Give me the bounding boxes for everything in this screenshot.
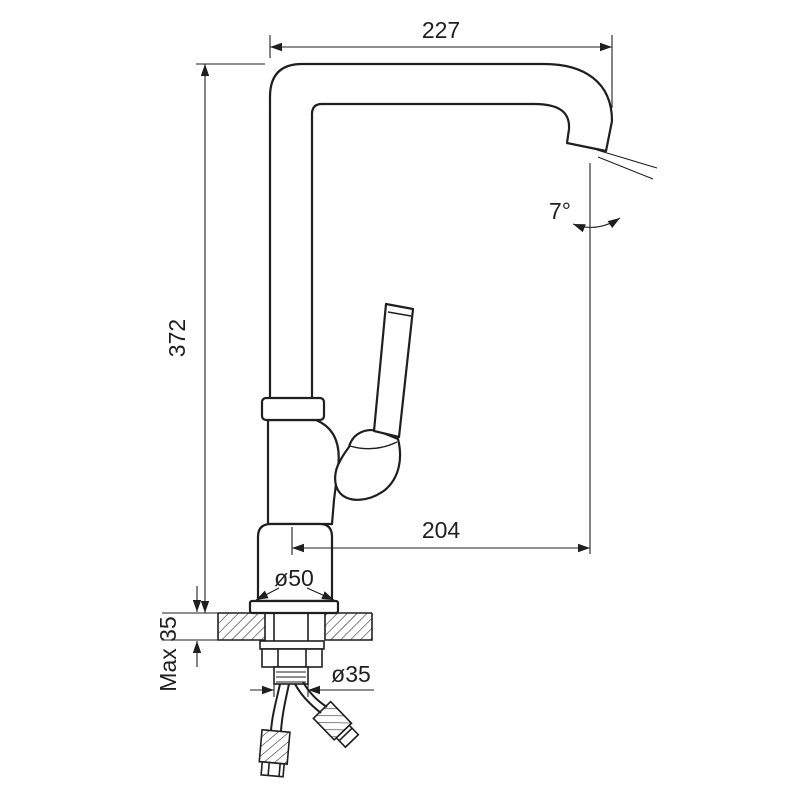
- supply-hoses: [258, 681, 360, 778]
- threaded-shank: [273, 666, 309, 685]
- handle-lever: [372, 302, 415, 439]
- angle-arc: [572, 217, 621, 233]
- dimensions: 227 372 204 7° ø50: [155, 17, 658, 697]
- mounting-nut-facets: [277, 649, 307, 667]
- countertop-hatch-left: [218, 613, 265, 640]
- dim-leader-left: [255, 587, 280, 601]
- dim-label-overall-height: 372: [164, 319, 190, 357]
- riser-collar: [260, 396, 326, 422]
- connector-body: [258, 728, 291, 765]
- handle-cap: [334, 429, 402, 501]
- hose-left-edge: [270, 683, 281, 732]
- countertop-hatch-right: [325, 613, 372, 640]
- shank-threads: [276, 671, 306, 683]
- dim-leader-right: [306, 587, 335, 601]
- hose-connector-right: [312, 700, 360, 749]
- dim-label-deck-thickness: Max 35: [155, 616, 181, 691]
- dim-label-shank-diameter: ø35: [331, 661, 371, 687]
- faucet-base: [256, 522, 334, 603]
- hose-right-edge: [294, 683, 322, 714]
- dim-deck-thickness: Max 35: [155, 586, 218, 692]
- dim-label-spout-angle: 7°: [549, 198, 571, 224]
- handle-lever-detail: [387, 311, 412, 317]
- dim-label-base-diameter: ø50: [274, 565, 314, 591]
- mounting-nut: [261, 648, 323, 668]
- connector-nut: [260, 761, 286, 778]
- washer: [259, 640, 325, 650]
- dim-base-diameter: ø50: [255, 565, 335, 601]
- dim-label-spout-width: 227: [422, 17, 460, 43]
- hose-connector-left: [258, 728, 291, 778]
- under-counter-hardware: [259, 613, 325, 685]
- hose-right-edge: [302, 681, 328, 708]
- connector-nut-facets: [267, 762, 281, 777]
- dim-label-spout-reach: 204: [422, 517, 461, 543]
- handle-cap-seam: [349, 441, 398, 450]
- dim-spout-angle: 7°: [549, 149, 658, 233]
- faucet-body: [266, 418, 340, 526]
- countertop-cross-section: [217, 612, 373, 641]
- angle-reference-lines: [596, 149, 658, 180]
- faucet: [248, 62, 614, 615]
- dim-spout-width: 227: [269, 17, 613, 108]
- base-plate: [248, 599, 340, 615]
- dim-extension-lines: [291, 163, 591, 555]
- dim-shank-diameter: ø35: [250, 661, 374, 697]
- shank-in-hole: [273, 613, 309, 641]
- dim-overall-height: 372: [162, 63, 265, 614]
- connector-nut: [335, 724, 360, 749]
- spout-and-riser: [268, 62, 614, 412]
- dim-spout-reach: 204: [291, 163, 591, 555]
- hose-left-edge: [280, 683, 290, 732]
- connector-nut-facets: [338, 727, 353, 742]
